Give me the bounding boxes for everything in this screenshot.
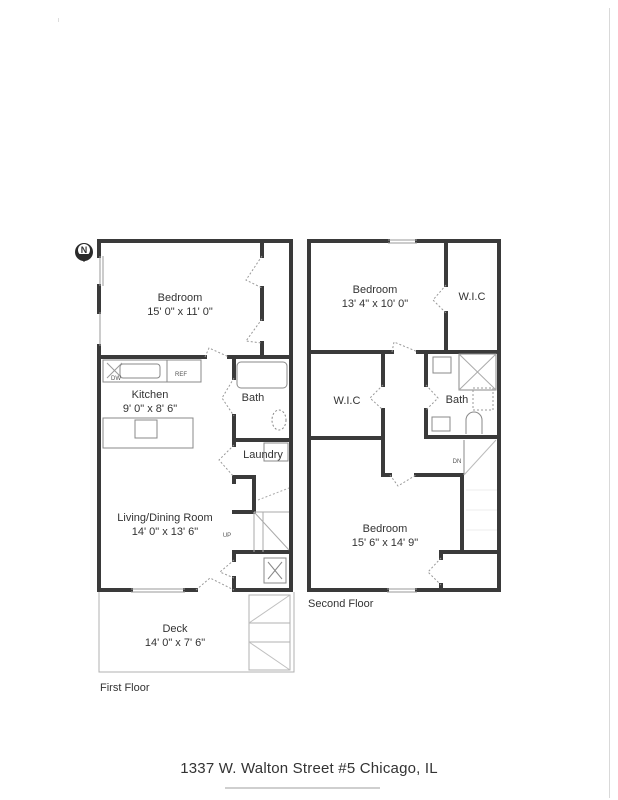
refrigerator-label: REF	[175, 372, 187, 378]
first-floor-caption: First Floor	[100, 682, 150, 694]
room-name: Bedroom	[157, 292, 203, 304]
room-name: W.I.C	[333, 395, 361, 407]
stairs-down-label: DN	[452, 459, 462, 465]
room-dimensions: 9' 0" x 8' 6"	[122, 403, 178, 415]
room-name: Bedroom	[352, 284, 398, 296]
fine-print-line	[225, 787, 380, 789]
room-name: Kitchen	[131, 389, 169, 401]
room-dimensions: 13' 4" x 10' 0"	[341, 298, 409, 310]
property-address: 1337 W. Walton Street #5 Chicago, IL	[180, 760, 438, 777]
room-name: Deck	[162, 623, 188, 635]
north-arrow-icon	[75, 243, 93, 262]
stairs-up-label: UP	[222, 533, 232, 539]
room-name: W.I.C	[458, 291, 486, 303]
scan-mark	[58, 18, 59, 22]
room-name: Living/Dining Room	[117, 512, 213, 524]
room-dimensions: 15' 6" x 14' 9"	[351, 537, 419, 549]
room-dimensions: 15' 0" x 11' 0"	[147, 306, 213, 318]
room-dimensions: 14' 0" x 7' 6"	[144, 637, 206, 649]
room-name: Bath	[241, 392, 265, 404]
room-name: Bedroom	[362, 523, 408, 535]
room-dimensions: 14' 0" x 13' 6"	[131, 526, 199, 538]
compass-letter: N	[80, 245, 88, 255]
dishwasher-label: DW	[111, 376, 121, 382]
room-name: Bath	[445, 394, 469, 406]
second-floor-caption: Second Floor	[308, 598, 374, 610]
room-name: Laundry	[243, 449, 283, 461]
page-edge	[609, 8, 610, 798]
